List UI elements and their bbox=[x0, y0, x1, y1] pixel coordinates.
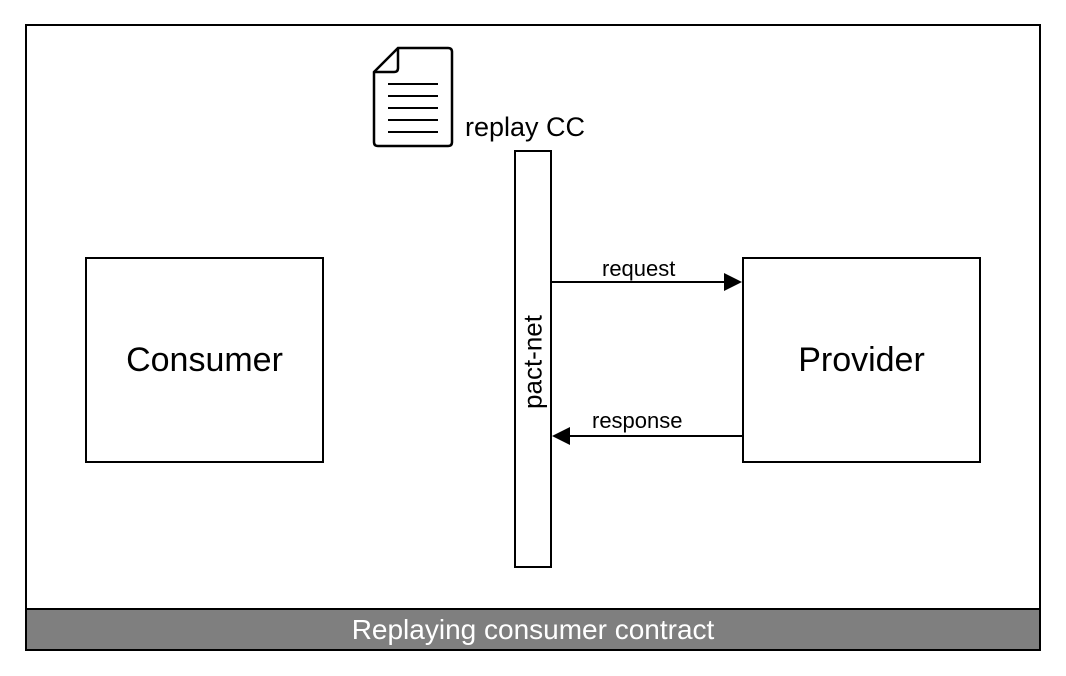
contract-label: replay CC bbox=[465, 112, 586, 142]
caption-bar: Replaying consumer contract bbox=[25, 608, 1041, 651]
consumer-box: Consumer bbox=[85, 257, 324, 463]
request-label: request bbox=[602, 256, 676, 281]
provider-box: Provider bbox=[742, 257, 981, 463]
request-arrow bbox=[552, 273, 742, 291]
document-icon bbox=[372, 46, 454, 148]
caption-text: Replaying consumer contract bbox=[351, 613, 715, 645]
provider-label: Provider bbox=[798, 340, 925, 379]
response-label: response bbox=[592, 408, 683, 433]
consumer-label: Consumer bbox=[126, 340, 283, 379]
pact-net-bar: pact-net bbox=[514, 150, 552, 568]
response-arrow bbox=[552, 427, 742, 445]
